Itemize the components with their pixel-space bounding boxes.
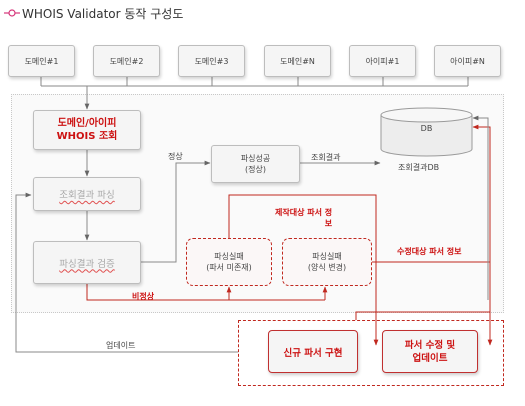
step-parse-label: 조회결과 파싱 [59, 190, 115, 201]
source-domain-2: 도메인#2 [93, 45, 160, 77]
parse-success-box: 파싱성공 (정상) [211, 145, 300, 183]
parser-dev-group [238, 320, 504, 386]
source-ip-1: 아이피#1 [349, 45, 416, 77]
step-verify-result: 파싱결과 검증 [33, 241, 141, 284]
source-domain-n: 도메인#N [264, 45, 331, 77]
source-domain-3: 도메인#3 [178, 45, 245, 77]
label-produce-parser-info: 제작대상 파서 정 보 [275, 208, 333, 228]
step-parse-result: 조회결과 파싱 [33, 177, 141, 211]
step-whois-query: 도메인/아이피 WHOIS 조회 [33, 110, 141, 150]
source-ip-n: 아이피#N [434, 45, 501, 77]
modify-parser-box: 파서 수정 및 업데이트 [382, 330, 478, 373]
source-domain-1: 도메인#1 [8, 45, 75, 77]
label-update: 업데이트 [106, 341, 136, 350]
label-query-result: 조회결과 [311, 153, 341, 162]
db-caption: 조회결과DB [398, 163, 440, 172]
title-bullet-icon [4, 9, 20, 17]
parse-fail-format-changed-box: 파싱실패 (양식 변경) [282, 238, 372, 286]
label-normal: 정상 [168, 152, 183, 161]
db-label: DB [420, 124, 433, 133]
parse-fail-no-parser-box: 파싱실패 (파서 미존재) [186, 238, 272, 286]
new-parser-box: 신규 파서 구현 [268, 330, 358, 373]
page-title: WHOIS Validator 동작 구성도 [22, 7, 184, 21]
label-modify-parser-info: 수정대상 파서 정보 [397, 247, 462, 256]
db-cylinder-icon [380, 107, 473, 157]
label-abnormal: 비정상 [132, 292, 155, 301]
step-verify-label: 파싱결과 검증 [59, 258, 115, 270]
